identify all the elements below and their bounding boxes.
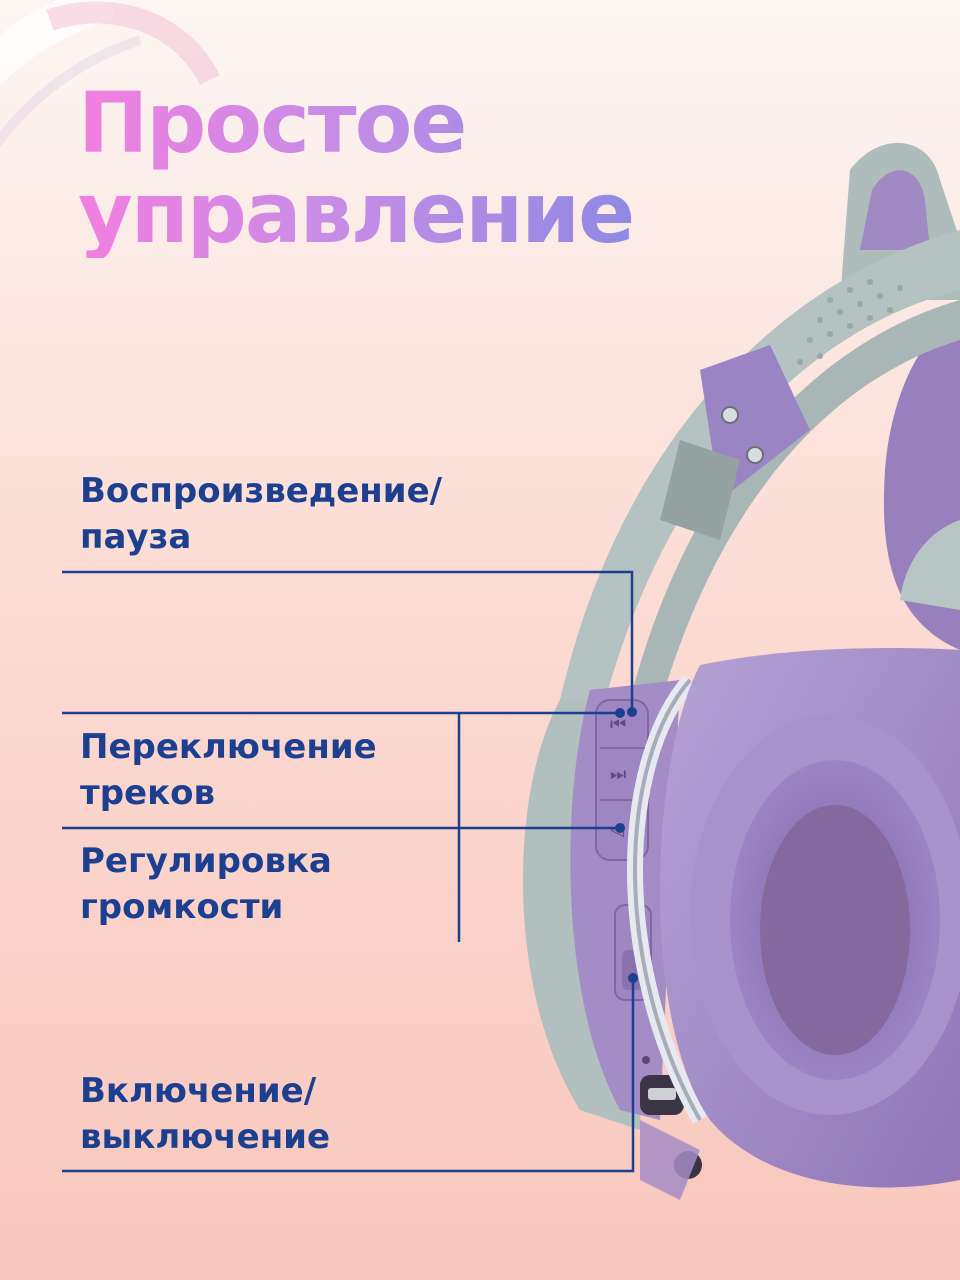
callout-line-play-pause (62, 570, 634, 712)
label-play-pause: Воспроизведение/ пауза (80, 468, 442, 560)
label-track-switch: Переключение треков (80, 724, 377, 816)
ear-halo-decoration (0, 0, 220, 148)
callout-dot-play-pause (627, 707, 637, 717)
svg-text:⏮: ⏮ (610, 714, 626, 735)
page-title-line1: Простое (78, 74, 466, 172)
label-volume-line1: Регулировка (80, 841, 332, 881)
page-title-line2: управление (78, 164, 634, 262)
callout-line-power (62, 978, 635, 1173)
label-power-line2: выключение (80, 1117, 331, 1157)
label-power-line1: Включение/ (80, 1071, 317, 1111)
callout-dot-track-switch (615, 708, 625, 718)
label-volume-line2: громкости (80, 887, 284, 927)
label-play-pause-line2: пауза (80, 517, 192, 557)
callout-dot-volume (615, 823, 625, 833)
label-play-pause-line1: Воспроизведение/ (80, 471, 443, 511)
page-title: Простое управление (78, 78, 633, 258)
label-volume: Регулировка громкости (80, 838, 332, 930)
svg-text:⏭: ⏭ (610, 764, 626, 785)
label-track-switch-line2: треков (80, 773, 216, 813)
label-power: Включение/ выключение (80, 1068, 330, 1160)
label-track-switch-line1: Переключение (80, 727, 377, 767)
callout-dot-power (628, 973, 638, 983)
